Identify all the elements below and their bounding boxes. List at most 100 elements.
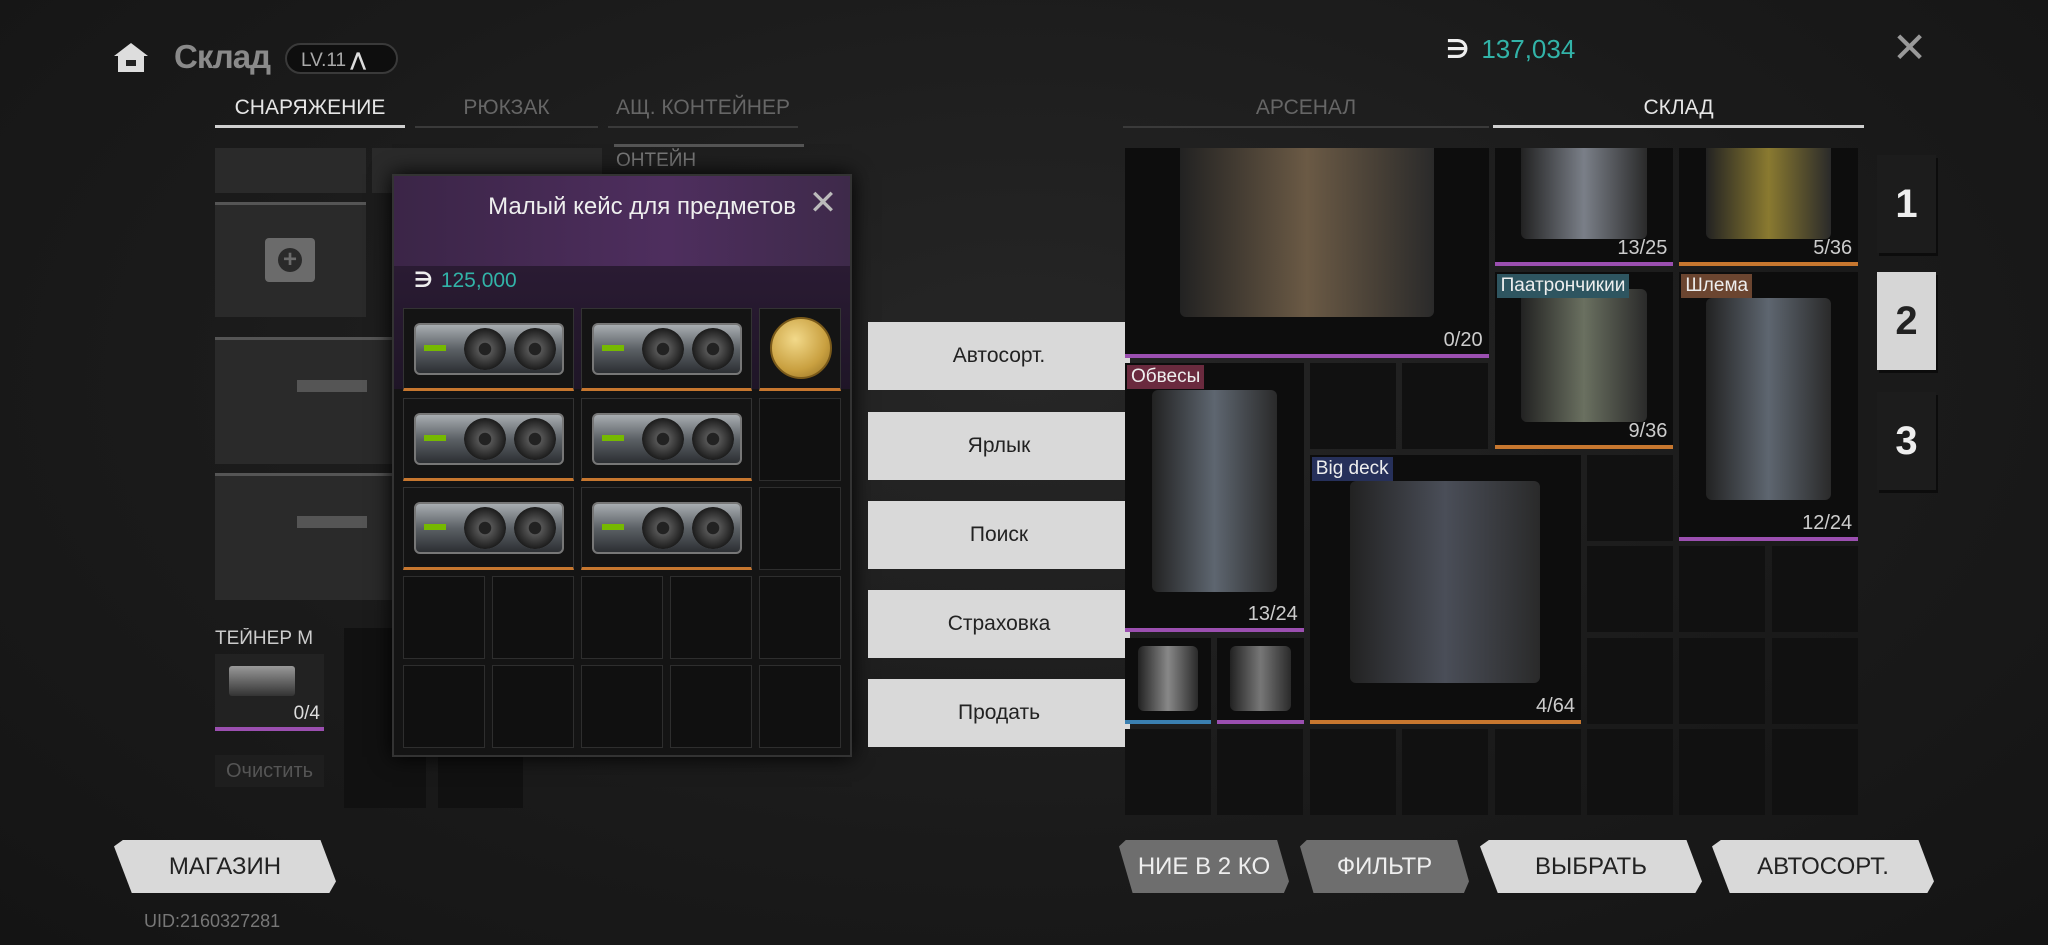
empty-slot[interactable] (492, 576, 574, 659)
empty-storage-cell[interactable] (1309, 729, 1396, 815)
empty-storage-cell[interactable] (1217, 729, 1304, 815)
rarity-bar (1125, 628, 1304, 632)
empty-slot[interactable] (759, 576, 841, 659)
empty-slot[interactable] (759, 398, 841, 481)
empty-slot[interactable] (670, 665, 752, 748)
graphics-card-item[interactable] (403, 398, 574, 481)
gold-coin-icon (770, 317, 832, 379)
empty-storage-cell[interactable] (1125, 729, 1211, 815)
item-tag: Обвесы (1127, 365, 1205, 389)
empty-storage-cell[interactable] (1587, 546, 1673, 632)
equipment-slot-secondary-weapon[interactable] (215, 473, 395, 600)
empty-storage-cell[interactable] (1309, 363, 1396, 449)
knife-item[interactable] (1125, 637, 1212, 724)
menu-label[interactable]: Ярлык (868, 412, 1130, 480)
tactical-vest-item[interactable]: 0/20 (1125, 148, 1489, 358)
item-count: 13/24 (1247, 603, 1298, 625)
menu-search[interactable]: Поиск (868, 501, 1130, 569)
rarity-bar (1679, 536, 1859, 541)
storage-page-1[interactable]: 1 (1877, 155, 1936, 253)
storage-page-2[interactable]: 2 (1877, 272, 1936, 370)
container-image (229, 666, 295, 696)
empty-slot[interactable] (403, 576, 485, 659)
empty-storage-cell[interactable] (1771, 637, 1858, 724)
tab-equipment[interactable]: СНАРЯЖЕНИЕ (215, 96, 405, 128)
empty-storage-cell[interactable] (1771, 546, 1858, 632)
empty-storage-cell[interactable] (1494, 729, 1581, 815)
item-count: 0/20 (1443, 328, 1483, 351)
item-tag: Паатрончикии (1496, 273, 1630, 298)
tab-storage[interactable]: СКЛАД (1493, 96, 1864, 128)
storage-page-3[interactable]: 3 (1877, 392, 1936, 490)
empty-storage-cell[interactable] (1402, 729, 1489, 815)
empty-slot[interactable] (581, 576, 663, 659)
empty-slot[interactable] (670, 576, 752, 659)
tab-backpack[interactable]: РЮКЗАК (415, 96, 598, 128)
empty-storage-cell[interactable] (1587, 729, 1673, 815)
empty-slot[interactable] (581, 665, 663, 748)
graphics-card-item[interactable] (581, 308, 752, 391)
empty-storage-cell[interactable] (1679, 729, 1766, 815)
item-tag: Big deck (1311, 456, 1393, 481)
item-count: 13/25 (1617, 237, 1668, 259)
helmet-case-image (1706, 298, 1832, 501)
item-count: 5/36 (1813, 237, 1853, 259)
graphics-card-image (414, 413, 564, 465)
attachments-case-item[interactable]: Обвесы 13/24 (1125, 363, 1304, 632)
graphics-card-image (592, 502, 742, 554)
empty-slot[interactable] (492, 665, 574, 748)
empty-storage-cell[interactable] (1587, 637, 1673, 724)
rarity-bar (1494, 262, 1674, 266)
graphics-card-image (592, 323, 742, 375)
container-count: 0/4 (293, 703, 320, 724)
empty-slot[interactable] (403, 665, 485, 748)
empty-storage-cell[interactable] (1679, 546, 1766, 632)
autosort-button[interactable]: АВТОСОРТ. (1712, 840, 1934, 893)
equipment-slot-medkit[interactable]: + (215, 202, 366, 317)
shop-button[interactable]: МАГАЗИН (114, 840, 336, 893)
equipment-slot-primary-weapon[interactable] (215, 337, 395, 464)
menu-sell[interactable]: Продать (868, 679, 1130, 747)
tab-secure-container[interactable]: АЩ. КОНТЕЙНЕР (608, 96, 798, 128)
tactical-vest-image (1179, 148, 1435, 318)
currency-display: ∋137,034 (1446, 34, 1575, 65)
storage-case-item[interactable]: 13/25 (1494, 148, 1674, 266)
empty-storage-cell[interactable] (1679, 637, 1766, 724)
camera-item[interactable] (1217, 637, 1304, 724)
empty-storage-cell[interactable] (1402, 363, 1489, 449)
graphics-card-item[interactable] (581, 487, 752, 570)
chevron-up-icon: ⋀ (350, 50, 367, 71)
clear-button[interactable]: Очистить (215, 755, 324, 787)
ammo-case-item[interactable]: 5/36 (1679, 148, 1859, 266)
close-icon[interactable]: ✕ (808, 184, 838, 222)
medkit-icon: + (265, 238, 315, 282)
knife-image (1137, 646, 1199, 711)
graphics-card-item[interactable] (403, 308, 574, 391)
graphics-card-image (414, 502, 564, 554)
graphics-card-item[interactable] (403, 487, 574, 570)
empty-slot[interactable] (759, 665, 841, 748)
user-id: UID:2160327281 (144, 911, 281, 931)
empty-storage-cell[interactable] (1771, 729, 1858, 815)
menu-autosort[interactable]: Автосорт. (868, 322, 1130, 390)
gold-coin-item[interactable] (759, 308, 841, 391)
graphics-card-item[interactable] (581, 398, 752, 481)
equipment-slot-helmet[interactable] (215, 148, 366, 193)
level-text: LV.11 (301, 50, 347, 71)
select-button[interactable]: ВЫБРАТЬ (1480, 840, 1702, 893)
move-to-container-button[interactable]: НИЕ В 2 КО (1119, 840, 1289, 893)
close-icon[interactable]: ✕ (1892, 24, 1928, 71)
price-value: 125,000 (440, 269, 517, 292)
ammo-case-image (1706, 148, 1832, 240)
filter-button[interactable]: ФИЛЬТР (1300, 840, 1469, 893)
level-badge[interactable]: LV.11⋀ (285, 43, 398, 74)
tab-arsenal[interactable]: АРСЕНАЛ (1123, 96, 1489, 128)
empty-storage-cell[interactable] (1587, 454, 1673, 541)
container-item[interactable]: 0/4 (215, 654, 324, 731)
rarity-bar (1494, 445, 1674, 449)
empty-slot[interactable] (759, 487, 841, 570)
menu-insurance[interactable]: Страховка (868, 590, 1130, 658)
